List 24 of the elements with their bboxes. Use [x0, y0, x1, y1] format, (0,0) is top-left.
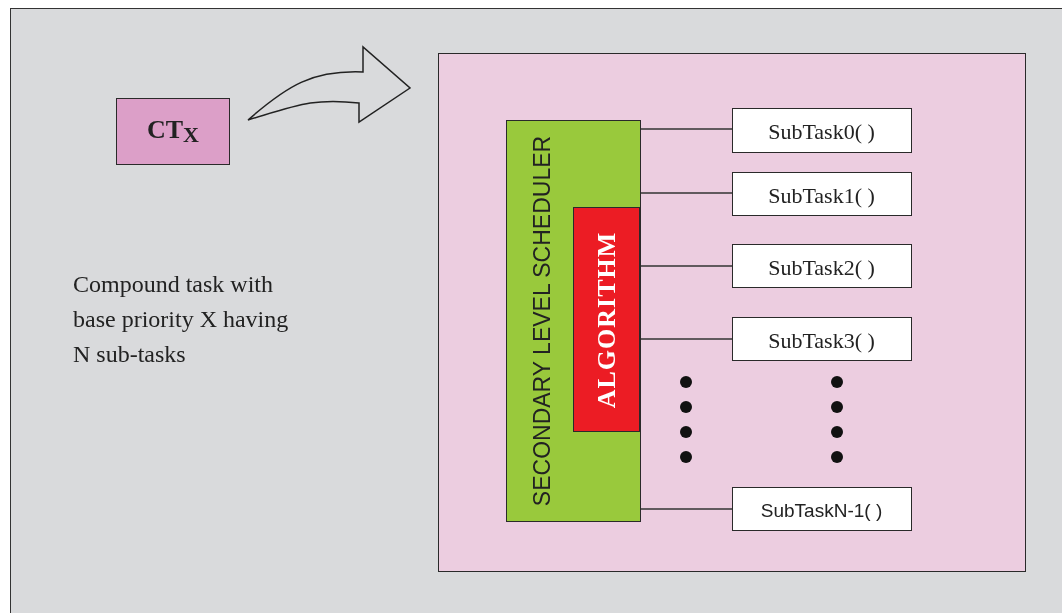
node-label: CT$_{X}$ [147, 115, 199, 148]
subtask-box [731, 243, 912, 288]
node-label: SECONDARY LEVEL SCHEDULER [528, 135, 555, 506]
node-label: SubTask0( ) [768, 119, 875, 145]
connector-line [640, 265, 733, 267]
scheduler-box [505, 119, 641, 522]
scheduler-panel [438, 53, 1026, 572]
block-arrow [247, 46, 411, 123]
node-label: SubTask1( ) [768, 182, 875, 209]
node-label: SubTaskN-1( ) [760, 499, 883, 522]
connector-line [640, 128, 733, 130]
subtask-box [731, 107, 912, 153]
task-box [116, 98, 230, 165]
node-label: ALGORITHM [592, 231, 622, 409]
connector-line [640, 192, 733, 194]
node-label: SubTask3( ) [768, 327, 875, 354]
connector-line [640, 508, 733, 510]
subtask-box [731, 486, 912, 531]
node-label: SubTask2( ) [768, 254, 875, 281]
connector-line [640, 338, 733, 340]
subtask-box [731, 171, 912, 216]
subtask-box [731, 316, 912, 361]
algorithm-box [573, 207, 640, 432]
description-text: Compound task with base priority X having N sub-tasks [73, 270, 290, 369]
